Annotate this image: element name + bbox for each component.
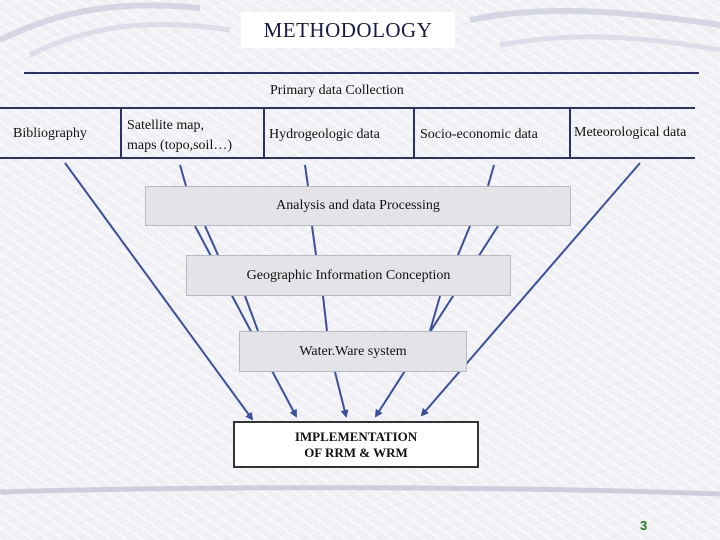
stage-waterware: Water.Ware system — [239, 331, 467, 372]
source-hydrogeologic: Hydrogeologic data — [269, 127, 380, 142]
source-bibliography: Bibliography — [13, 126, 87, 141]
source-satellite-line2: maps (topo,soil…) — [127, 138, 232, 153]
stage-analysis-label: Analysis and data Processing — [276, 198, 440, 213]
divider-1 — [120, 107, 122, 159]
arrow-waterware — [334, 371, 349, 418]
tick-analysis-right — [457, 225, 471, 256]
sources-top-rule — [0, 107, 695, 109]
tick-geo-left — [244, 295, 259, 332]
tick-analysis-left — [204, 225, 219, 256]
decorative-swoosh-top — [0, 2, 720, 58]
tick-socio — [487, 164, 495, 187]
arrow-bibliography — [64, 162, 254, 421]
divider-2 — [263, 107, 265, 159]
tick-analysis-mid — [311, 225, 317, 256]
stage-analysis: Analysis and data Processing — [145, 186, 571, 226]
sources-bottom-rule — [0, 157, 695, 159]
source-socio-economic: Socio-economic data — [420, 127, 538, 142]
tick-satellite — [179, 164, 187, 187]
page-title: METHODOLOGY — [241, 12, 455, 48]
arrow-meteorological — [420, 162, 641, 417]
stage-geographic-label: Geographic Information Conception — [246, 267, 451, 283]
tick-geo-right — [429, 295, 441, 332]
tick-geo-mid — [322, 295, 328, 332]
stage-waterware-label: Water.Ware system — [299, 343, 407, 359]
page-number: 3 — [640, 518, 648, 533]
title-rule — [24, 72, 699, 74]
implementation-line1: IMPLEMENTATION — [294, 428, 418, 444]
divider-3 — [413, 107, 415, 159]
primary-data-label: Primary data Collection — [270, 83, 404, 98]
stage-geographic: Geographic Information Conception — [186, 255, 511, 296]
implementation-line2: OF RRM & WRM — [304, 444, 408, 460]
implementation-box: IMPLEMENTATION OF RRM & WRM — [233, 421, 479, 468]
tick-hydro — [304, 164, 309, 187]
divider-4 — [569, 107, 571, 159]
source-satellite-line1: Satellite map, — [127, 118, 204, 133]
source-meteorological: Meteorological data — [574, 125, 687, 140]
